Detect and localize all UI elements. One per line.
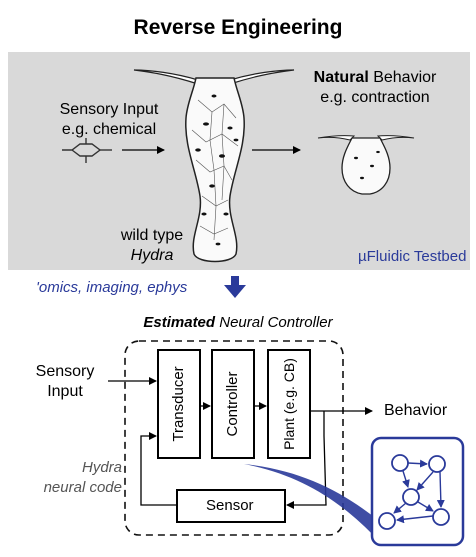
figure-title: Reverse Engineering [133,16,343,39]
natural-bold: Natural [313,69,369,86]
hydra-large-icon [133,69,295,263]
controller-heading-rest: Neural Controller [215,314,333,331]
estimated-bold: Estimated [143,314,216,331]
behavior-output-label: Behavior [384,402,448,419]
zoom-connector [244,464,378,540]
hydra-contracted-icon [317,135,415,195]
controller-sensory-line2: Input [47,383,83,400]
controller-sensory-line1: Sensory [35,363,95,380]
down-arrow-icon [224,276,246,298]
plant-label: Plant (e.g. CB) [281,358,297,450]
natural-behavior-label: Natural Behavior e.g. contraction [290,68,460,108]
neural-code-line2: neural code [43,479,122,496]
behavior-example: e.g. contraction [320,89,430,106]
neural-code-label: Hydra neural code [32,458,122,498]
neural-network-inset [370,436,465,547]
transducer-block [157,349,201,459]
wild-type-line1: wild type [120,227,184,244]
controller-heading: Estimated Neural Controller [0,314,476,332]
plant-block [267,349,311,459]
controller-sensory-input: Sensory Input [30,362,100,402]
testbed-label: µFluidic Testbed [358,248,467,265]
sensor-block [176,489,286,523]
controller-block [211,349,255,459]
transducer-label: Transducer [170,366,187,442]
natural-behavior-line1: Natural Behavior [290,68,460,88]
sensor-label: Sensor [206,497,254,514]
wild-type-label: wild type Hydra [112,226,192,266]
neural-code-line1: Hydra [81,459,122,476]
neural-controller-box [124,340,344,536]
sensory-input-line1: Sensory Input [59,101,159,118]
chemical-molecule-icon [62,138,112,163]
controller-label: Controller [224,371,241,437]
wild-type-hydra: Hydra [130,247,174,264]
sensory-input-line2: e.g. chemical [61,121,157,138]
omics-label: 'omics, imaging, ephys [36,279,188,296]
behavior-word: Behavior [368,69,437,86]
sensory-input-label: Sensory Input e.g. chemical [44,100,174,140]
